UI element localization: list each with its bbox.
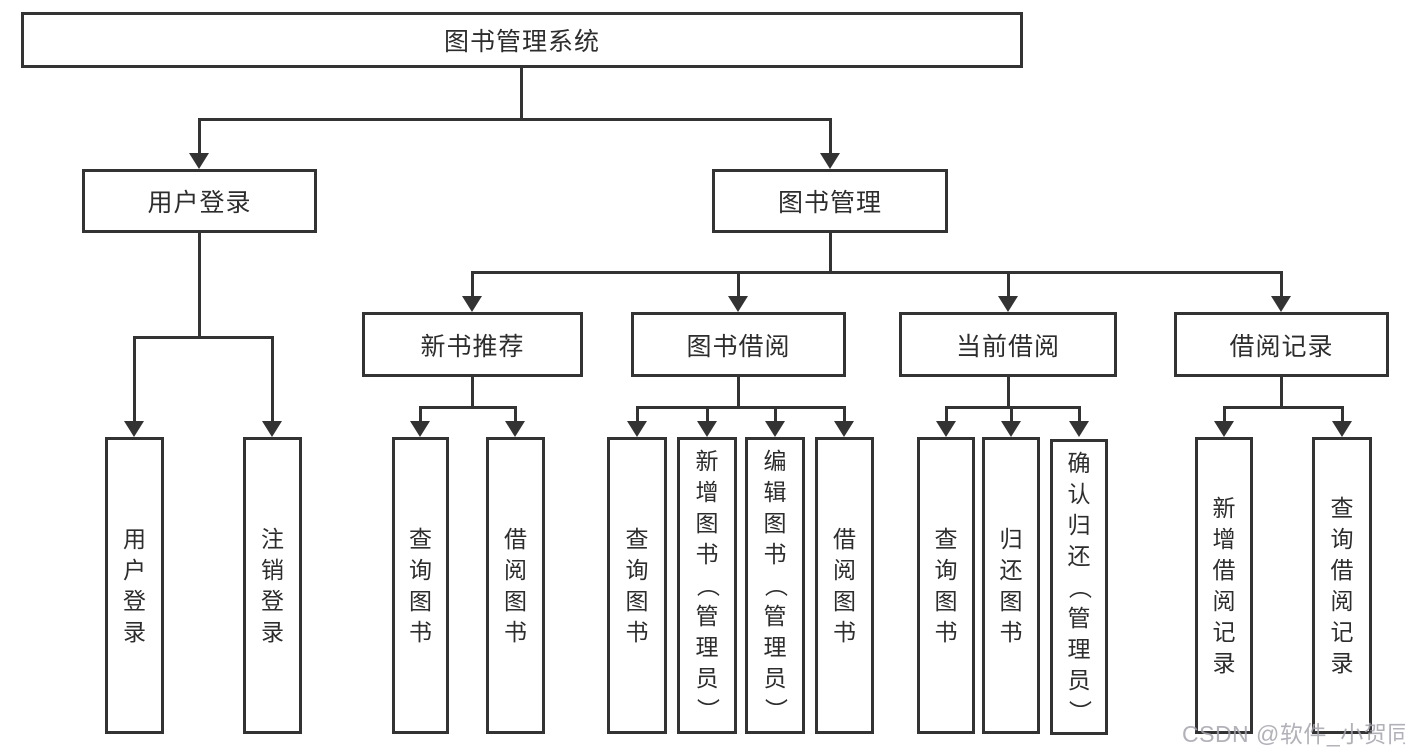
connector-book-borrow-branch: [636, 406, 845, 409]
leaf-current-confirm-return-admin: 确认归还（管理员）: [1050, 439, 1108, 735]
node-user-login: 用户登录: [82, 169, 317, 233]
connector-arrow-bb-edit-line: [774, 406, 777, 424]
connector-arrow-br-add-line: [1223, 406, 1226, 424]
arrowhead-book-mgmt-icon: [820, 153, 840, 169]
connector-arrow-cb-confirm-line: [1078, 406, 1081, 424]
arrowhead-user-login-icon: [189, 153, 209, 169]
connector-book-mgmt-stub: [829, 233, 832, 274]
node-book-management: 图书管理: [712, 169, 948, 233]
arrowhead-cb-query-icon: [936, 421, 956, 437]
node-new-book-recommend: 新书推荐: [362, 312, 583, 377]
connector-current-borrow-stub: [1007, 377, 1010, 409]
node-current-borrow: 当前借阅: [899, 312, 1117, 377]
connector-borrow-record-branch: [1223, 406, 1344, 409]
connector-user-login-branch: [133, 336, 274, 339]
connector-arrow-cb-return-line: [1010, 406, 1013, 424]
connector-arrow-book-borrow-line: [737, 271, 740, 299]
connector-arrow-bb-query-line: [636, 406, 639, 424]
connector-arrow-rec-borrow-line: [514, 406, 517, 424]
connector-arrow-borrow-record-line: [1280, 271, 1283, 299]
connector-arrow-bb-borrow-line: [843, 406, 846, 424]
connector-arrow-new-book-line: [471, 271, 474, 299]
connector-arrow-book-mgmt-line: [829, 118, 832, 158]
connector-arrow-bb-add-line: [706, 406, 709, 424]
csdn-watermark: CSDN @软件_小贺同学: [1182, 721, 1405, 747]
arrowhead-current-borrow-icon: [998, 296, 1018, 312]
connector-level3-branch: [471, 271, 1283, 274]
connector-arrow-leaf-logout-line: [271, 336, 274, 424]
node-borrow-record: 借阅记录: [1174, 312, 1389, 377]
leaf-logout-login: 注销登录: [243, 437, 302, 734]
leaf-borrow-borrow-book: 借阅图书: [815, 437, 874, 734]
connector-arrow-user-login-line: [198, 118, 201, 158]
leaf-borrow-add-book-admin: 新增图书（管理员）: [677, 437, 737, 734]
arrowhead-bb-add-icon: [697, 421, 717, 437]
leaf-borrow-query-book: 查询图书: [607, 437, 667, 734]
leaf-current-query-book: 查询图书: [917, 437, 975, 734]
node-book-borrow: 图书借阅: [631, 312, 846, 377]
arrowhead-borrow-record-icon: [1271, 296, 1291, 312]
leaf-record-query-borrow-record: 查询借阅记录: [1312, 437, 1372, 734]
connector-root-stub: [520, 68, 523, 121]
connector-user-login-stub: [198, 233, 201, 339]
leaf-record-add-borrow-record: 新增借阅记录: [1195, 437, 1253, 734]
arrowhead-book-borrow-icon: [728, 296, 748, 312]
connector-borrow-record-stub: [1280, 377, 1283, 409]
arrowhead-bb-edit-icon: [765, 421, 785, 437]
connector-root-branch: [198, 118, 832, 121]
leaf-borrow-edit-book-admin: 编辑图书（管理员）: [745, 437, 805, 734]
leaf-recommend-query-book: 查询图书: [392, 437, 449, 734]
leaf-current-return-book: 归还图书: [982, 437, 1040, 734]
connector-arrow-leaf-login-line: [133, 336, 136, 424]
arrowhead-leaf-login-icon: [124, 421, 144, 437]
arrowhead-bb-query-icon: [627, 421, 647, 437]
leaf-user-login: 用户登录: [105, 437, 164, 734]
connector-new-book-branch: [419, 406, 517, 409]
arrowhead-rec-query-icon: [410, 421, 430, 437]
leaf-recommend-borrow-book: 借阅图书: [486, 437, 545, 734]
connector-arrow-cb-query-line: [945, 406, 948, 424]
connector-arrow-rec-query-line: [419, 406, 422, 424]
arrowhead-cb-return-icon: [1001, 421, 1021, 437]
connector-new-book-stub: [471, 377, 474, 409]
arrowhead-cb-confirm-icon: [1069, 421, 1089, 437]
connector-book-borrow-stub: [737, 377, 740, 409]
arrowhead-rec-borrow-icon: [505, 421, 525, 437]
arrowhead-bb-borrow-icon: [834, 421, 854, 437]
connector-current-borrow-branch: [945, 406, 1081, 409]
arrowhead-br-add-icon: [1214, 421, 1234, 437]
arrowhead-new-book-icon: [462, 296, 482, 312]
connector-arrow-current-borrow-line: [1007, 271, 1010, 299]
arrowhead-br-query-icon: [1332, 421, 1352, 437]
arrowhead-leaf-logout-icon: [262, 421, 282, 437]
node-library-management-system: 图书管理系统: [21, 12, 1023, 68]
connector-arrow-br-query-line: [1341, 406, 1344, 424]
